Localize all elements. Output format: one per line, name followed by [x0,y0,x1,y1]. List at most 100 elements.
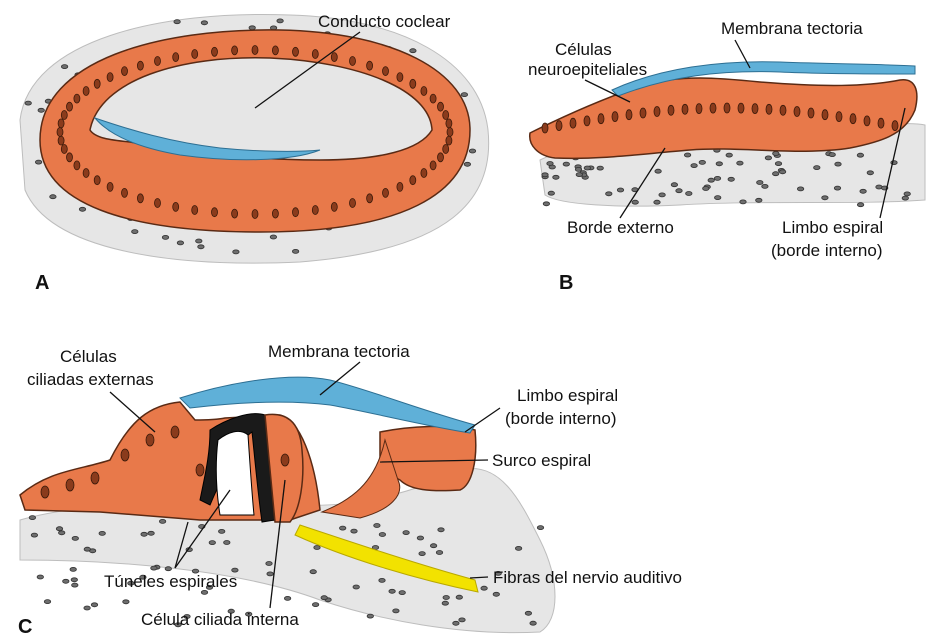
epithelial-nucleus [682,104,688,114]
connective-nucleus [543,202,549,206]
epithelial-nucleus [173,202,179,211]
connective-nucleus [686,192,692,196]
epithelial-nucleus [640,108,646,118]
epithelial-nucleus [272,209,278,218]
epithelial-nucleus [421,169,427,178]
connective-nucleus [740,200,746,204]
connective-nucleus [453,621,459,625]
connective-nucleus [442,601,448,605]
epithelial-nucleus [668,105,674,115]
connective-nucleus [224,541,230,545]
connective-nucleus [464,162,470,166]
panel-c: Células ciliadas externas Membrana tecto… [18,342,682,638]
duct-label: Conducto coclear [318,12,451,31]
epithelial-nucleus [397,182,403,191]
epithelial-nucleus [822,110,828,120]
connective-nucleus [267,572,273,576]
epithelial-nucleus [41,486,49,498]
epithelial-nucleus [74,161,80,170]
connective-nucleus [835,162,841,166]
epithelial-nucleus [864,116,870,126]
epithelial-nucleus [367,61,373,70]
connective-nucleus [436,551,442,555]
epithelial-nucleus [155,199,161,208]
connective-nucleus [367,614,373,618]
connective-nucleus [310,570,316,574]
connective-nucleus [834,186,840,190]
connective-nucleus [537,526,543,530]
epithelial-nucleus [556,121,562,131]
epithelial-nucleus [312,50,318,59]
connective-nucleus [84,547,90,551]
c-outer-hair-label-1: Células [60,347,117,366]
connective-nucleus [584,166,590,170]
connective-nucleus [902,196,908,200]
epithelial-nucleus [312,206,318,215]
epithelial-nucleus [443,145,449,154]
connective-nucleus [829,153,835,157]
epithelial-nucleus [171,426,179,438]
connective-nucleus [379,533,385,537]
connective-nucleus [481,586,487,590]
connective-nucleus [715,196,721,200]
connective-nucleus [867,171,873,175]
connective-nucleus [756,198,762,202]
epithelial-nucleus [438,153,444,162]
connective-nucleus [726,153,732,157]
connective-nucleus [72,583,78,587]
connective-nucleus [56,527,62,531]
epithelial-nucleus [430,161,436,170]
connective-nucleus [757,181,763,185]
epithelial-nucleus [808,108,814,118]
epithelial-nucleus [272,46,278,55]
connective-nucleus [59,531,65,535]
epithelial-nucleus [331,202,337,211]
epithelial-nucleus [61,111,67,120]
connective-nucleus [703,187,709,191]
epithelial-nucleus [878,118,884,128]
connective-nucleus [151,566,157,570]
epithelial-nucleus [383,67,389,76]
connective-nucleus [814,166,820,170]
connective-nucleus [775,162,781,166]
connective-nucleus [72,536,78,540]
connective-nucleus [597,166,603,170]
panel-c-letter: C [18,616,32,638]
connective-nucleus [857,153,863,157]
connective-nucleus [461,93,467,97]
epithelial-nucleus [654,107,660,117]
epithelial-nucleus [626,110,632,120]
connective-nucleus [716,162,722,166]
c-limbus-label-2: (borde interno) [505,409,617,428]
epithelial-nucleus [173,53,179,62]
connective-nucleus [525,611,531,615]
epithelial-nucleus [196,464,204,476]
panel-a-letter: A [35,272,49,294]
connective-nucleus [456,595,462,599]
connective-nucleus [25,101,31,105]
connective-nucleus [438,528,444,532]
connective-nucleus [159,519,165,523]
connective-nucleus [419,552,425,556]
epithelial-nucleus [121,449,129,461]
connective-nucleus [632,200,638,204]
epithelial-nucleus [780,105,786,115]
epithelial-nucleus [584,116,590,126]
c-limbus-label-1: Limbo espiral [517,386,618,405]
c-tectorial-label: Membrana tectoria [268,342,410,361]
connective-nucleus [353,585,359,589]
connective-nucleus [691,164,697,168]
epithelial-nucleus [598,114,604,124]
epithelial-nucleus [57,128,63,137]
epithelial-nucleus [612,112,618,122]
connective-nucleus [35,160,41,164]
epithelial-nucleus [83,169,89,178]
b-limbus-label-1: Limbo espiral [782,218,883,237]
c-sulcus-label: Surco espiral [492,451,591,470]
connective-nucleus [857,203,863,207]
connective-nucleus [177,241,183,245]
connective-nucleus [617,188,623,192]
epithelial-nucleus [892,121,898,131]
b-outer-edge-label: Borde externo [567,218,674,237]
epithelial-nucleus [122,67,128,76]
